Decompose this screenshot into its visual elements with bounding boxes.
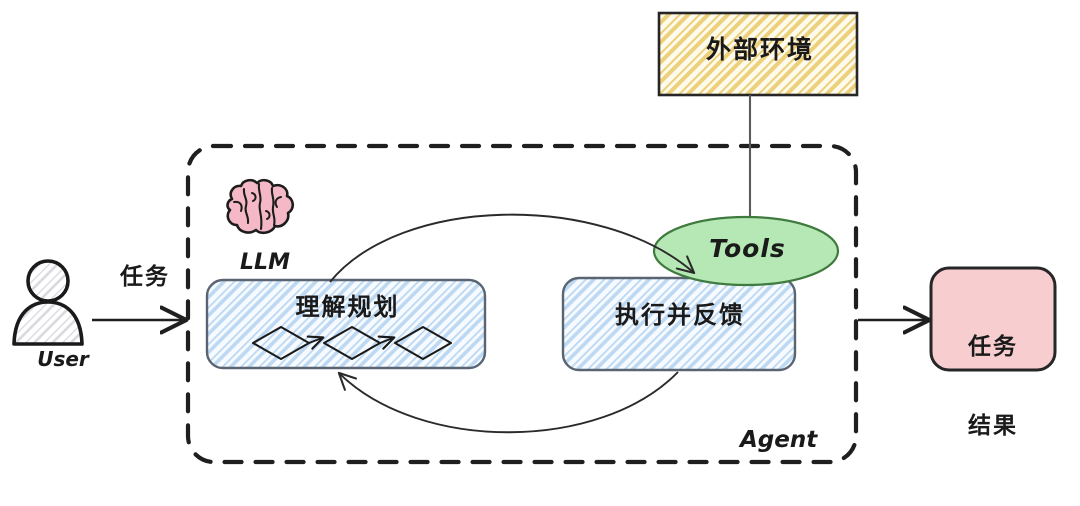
execution-box xyxy=(561,276,797,372)
agent-boundary xyxy=(185,143,859,465)
user-label: User xyxy=(37,347,89,371)
tools-ellipse xyxy=(652,215,840,287)
planning-label: 理解规划 xyxy=(295,293,400,321)
planning-box xyxy=(205,278,487,370)
agent-boundary-label: Agent xyxy=(740,427,818,453)
task-edge-label: 任务 xyxy=(120,264,170,290)
external-environment-label: 外部环境 xyxy=(705,35,814,64)
task-result-line-1: 任务 xyxy=(968,333,1018,360)
task-result-label: 任务 结果 xyxy=(933,281,1053,493)
edge-execution-to-planning xyxy=(337,371,679,434)
execution-label: 执行并反馈 xyxy=(615,301,745,329)
edge-planning-to-tools xyxy=(329,213,696,283)
planning-step-chain xyxy=(251,325,453,361)
task-result-box xyxy=(929,266,1057,372)
task-result-line-2: 结果 xyxy=(968,413,1018,440)
external-environment-box xyxy=(657,11,859,97)
tools-label: Tools xyxy=(709,234,786,263)
user-actor-icon xyxy=(12,259,84,346)
brain-icon xyxy=(226,178,295,235)
llm-label: LLM xyxy=(240,250,290,275)
